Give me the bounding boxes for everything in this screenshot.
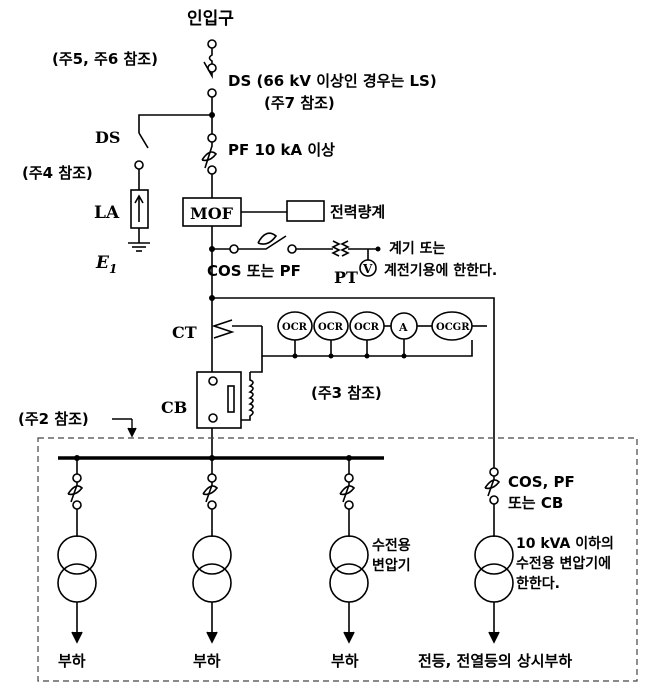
cos-pf-label: COS 또는 PF <box>207 262 301 280</box>
relay-label-1: OCR <box>282 322 308 333</box>
lightning-arrester-symbol <box>134 194 144 222</box>
ammeter-label: A <box>398 321 408 334</box>
note-3: (주3 참조) <box>311 384 382 402</box>
potential-transformer <box>331 240 381 260</box>
small-transformer-note-1: 10 kVA 이하의 <box>516 535 614 552</box>
power-fuse <box>201 142 218 198</box>
feeder4-breaker-line-1: COS, PF <box>508 473 575 491</box>
note-5-6: (주5, 주6 참조) <box>52 50 158 68</box>
ct-label: CT <box>172 323 197 342</box>
ground-label: E1 <box>95 253 117 276</box>
small-transformer-note-3: 한한다. <box>516 576 560 592</box>
mof-label: MOF <box>190 204 234 223</box>
current-transformer <box>211 319 235 339</box>
load-label-2: 부하 <box>193 652 221 670</box>
feeder-3 <box>329 458 369 644</box>
small-transformer-note-2: 수전용 변압기에 <box>516 555 611 572</box>
transformer-label-2: 변압기 <box>372 558 411 574</box>
circuit-breaker-box <box>196 371 242 429</box>
feeder-2 <box>192 458 232 644</box>
load-label-3: 부하 <box>331 652 359 670</box>
load-label-4: 전등, 전열등의 상시부하 <box>418 652 572 670</box>
voltmeter <box>359 259 377 277</box>
auxiliary-feed-line <box>212 297 495 468</box>
main-ds-label: DS (66 kV 이상인 경우는 LS) <box>228 72 437 90</box>
power-meter-label: 전력량계 <box>330 203 385 221</box>
transformer-label-1: 수전용 <box>372 537 411 554</box>
load-label-1: 부하 <box>58 652 86 670</box>
pt-label: PT <box>334 268 358 287</box>
ocgr-label: OCGR <box>436 322 470 333</box>
substation-boundary <box>37 437 638 682</box>
branch-ds-label: DS <box>95 128 120 147</box>
note-2: (주2 참조) <box>18 410 89 428</box>
main-disconnect-switch <box>203 61 217 98</box>
intake-label: 인입구 <box>187 9 234 29</box>
trip-coil <box>241 372 254 421</box>
feeder-4 <box>474 467 514 644</box>
la-label: LA <box>94 203 120 223</box>
intake-terminal <box>207 39 217 73</box>
meter-note-line-2: 계전기용에 한한다. <box>384 262 497 279</box>
pf-label: PF 10 kA 이상 <box>228 141 335 159</box>
trip-coil-bar <box>227 385 235 413</box>
relay-label-2: OCR <box>318 322 344 333</box>
cb-label: CB <box>161 398 187 417</box>
note-4: (주4 참조) <box>22 164 93 182</box>
feeder-1 <box>57 458 97 644</box>
relay-row <box>261 311 487 357</box>
meter-note-line-1: 계기 또는 <box>389 241 446 257</box>
la-branch-line <box>138 114 212 133</box>
power-meter-box <box>286 200 325 222</box>
ground-symbol <box>128 228 150 252</box>
branch-disconnect-switch <box>134 132 149 190</box>
voltmeter-label: V <box>362 262 373 276</box>
cos-fuse <box>238 232 333 254</box>
relay-label-3: OCR <box>354 322 380 333</box>
note-7: (주7 참조) <box>264 94 335 112</box>
feeder4-breaker-line-2: 또는 CB <box>508 494 563 512</box>
